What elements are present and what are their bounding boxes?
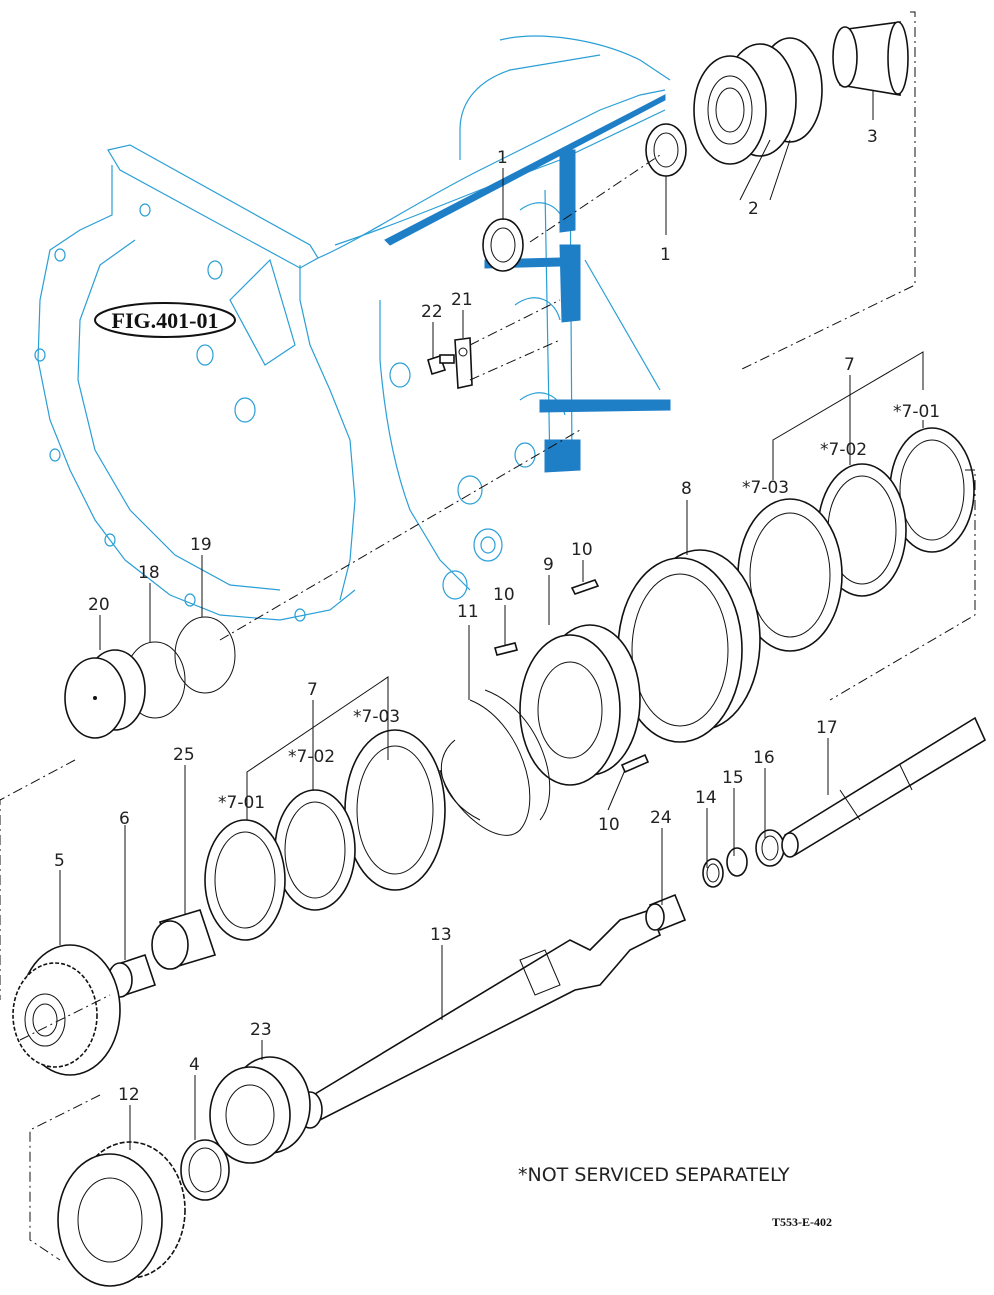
callout-10-c: 10 <box>598 815 620 835</box>
part-14-washer <box>702 858 724 888</box>
part-12-gear <box>57 1141 186 1287</box>
part-7-03-ring-bottom <box>344 729 446 891</box>
callout-9: 9 <box>543 555 554 575</box>
figure-reference-text: FIG.401-01 <box>112 308 219 333</box>
callout-20: 20 <box>88 595 110 615</box>
callout-16: 16 <box>753 748 775 768</box>
callout-24: 24 <box>650 808 672 828</box>
part-10-key-b <box>494 642 518 656</box>
callout-7-01-top: *7-01 <box>893 402 940 422</box>
part-2-bearing <box>693 37 823 165</box>
callout-6: 6 <box>119 809 130 829</box>
part-9-hub <box>519 624 641 786</box>
part-6-needle-bearing <box>107 953 157 998</box>
callout-7-01-bottom: *7-01 <box>218 793 265 813</box>
part-5-gear <box>12 944 121 1076</box>
callout-23: 23 <box>250 1020 272 1040</box>
callout-12: 12 <box>118 1085 140 1105</box>
callout-19: 19 <box>190 535 212 555</box>
callout-21: 21 <box>451 290 473 310</box>
part-17-shaft <box>781 716 987 858</box>
part-3-bushing <box>832 21 909 96</box>
drawing-code: T553-E-402 <box>772 1215 832 1229</box>
part-20-cap <box>64 649 146 739</box>
callout-5: 5 <box>54 851 65 871</box>
callout-labels: 1 1 2 3 4 5 6 7 *7-01 *7-02 *7-03 7 *7-0… <box>54 127 940 1105</box>
part-16-needle-bearing <box>755 829 785 867</box>
callout-7-top: 7 <box>844 355 855 375</box>
part-11-spring <box>439 689 551 836</box>
callout-7-03-bottom: *7-03 <box>353 707 400 727</box>
transmission-housing <box>34 35 671 622</box>
leader-lines <box>59 90 924 1150</box>
part-7-01-ring-bottom <box>204 819 286 941</box>
part-25-bushing <box>151 909 217 970</box>
part-19-snap-ring <box>174 616 236 694</box>
part-10-key-a <box>570 579 600 595</box>
callout-7-03-top: *7-03 <box>742 478 789 498</box>
alignment-lines <box>0 11 976 1261</box>
figure-reference-badge[interactable]: FIG.401-01 <box>94 302 236 338</box>
callout-4: 4 <box>189 1055 200 1075</box>
part-10-key-c <box>620 753 650 774</box>
part-15-ring <box>726 847 748 877</box>
callout-11: 11 <box>457 602 479 622</box>
part-1-seal-upper <box>645 123 687 177</box>
callout-8: 8 <box>681 479 692 499</box>
part-1-seal-lower <box>482 218 524 272</box>
callout-22: 22 <box>421 302 443 322</box>
part-22-bolt <box>427 354 455 376</box>
callout-2: 2 <box>748 199 759 219</box>
part-23-bearing <box>209 1056 311 1164</box>
part-4-washer <box>180 1139 230 1201</box>
part-7-02-ring-bottom <box>274 789 356 911</box>
callout-7-bottom: 7 <box>307 680 318 700</box>
part-24-bushing <box>645 893 687 932</box>
callout-7-02-bottom: *7-02 <box>288 747 335 767</box>
callout-25: 25 <box>173 745 195 765</box>
callout-14: 14 <box>695 788 717 808</box>
callout-1-upper: 1 <box>497 148 508 168</box>
callout-7-02-top: *7-02 <box>820 440 867 460</box>
callout-18: 18 <box>138 563 160 583</box>
part-21-plate <box>454 337 473 389</box>
part-13-shaft <box>297 909 662 1129</box>
callout-15: 15 <box>722 768 744 788</box>
footnote: *NOT SERVICED SEPARATELY <box>518 1164 790 1186</box>
callout-1-lower: 1 <box>660 245 671 265</box>
callout-13: 13 <box>430 925 452 945</box>
callout-10-a: 10 <box>571 540 593 560</box>
callout-17: 17 <box>816 718 838 738</box>
callout-10-b: 10 <box>493 585 515 605</box>
part-8-sleeve <box>617 549 761 743</box>
callout-3: 3 <box>867 127 878 147</box>
